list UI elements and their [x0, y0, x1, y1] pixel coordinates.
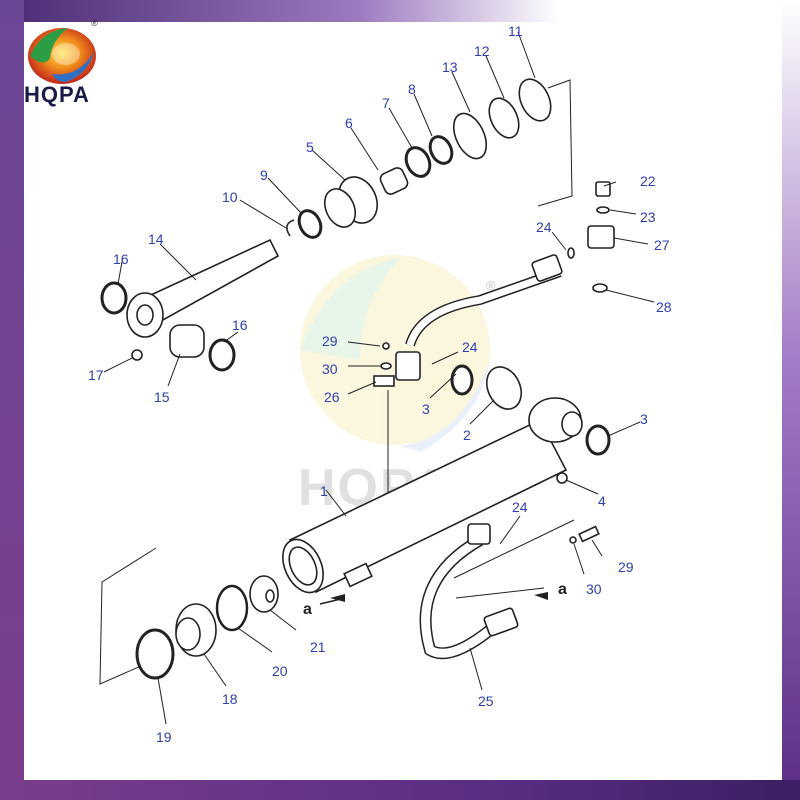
hose-fitting [531, 254, 563, 282]
callout-10: 10 [222, 189, 238, 205]
callout-21: 21 [310, 639, 326, 655]
callout-3: 3 [422, 401, 430, 417]
seal-ring-12 [488, 97, 520, 139]
bushing-15 [169, 324, 205, 358]
callout-13: 13 [442, 59, 458, 75]
watermark-logo-icon [300, 255, 490, 452]
callout-14: 14 [148, 231, 164, 247]
rod-eye-bore [136, 304, 154, 326]
frame-left-band [0, 0, 24, 800]
callout-6: 6 [345, 115, 353, 131]
view-arrow-line [319, 597, 346, 605]
callout-28: 28 [656, 299, 672, 315]
rod-packing-7 [404, 146, 432, 178]
callout-30: 30 [322, 361, 338, 377]
nut-bore [265, 589, 275, 603]
snap-ring-10 [286, 219, 295, 237]
cylinder-head-inner [323, 188, 357, 228]
o-ring-24 [567, 247, 575, 259]
washer-30 [380, 362, 392, 370]
watermark-registered-mark: ® [486, 278, 496, 293]
callout-25: 25 [478, 693, 494, 709]
callout-5: 5 [306, 139, 314, 155]
backup-ring-13 [452, 112, 488, 160]
piston-ring-19 [135, 628, 175, 680]
callout-29: 29 [322, 333, 338, 349]
callout-30: 30 [586, 581, 602, 597]
leader-lines [103, 31, 655, 725]
callout-7: 7 [382, 95, 390, 111]
callout-12: 12 [474, 43, 490, 59]
port-block [343, 562, 373, 588]
hose-lower-fill [421, 536, 493, 658]
callout-16: 16 [232, 317, 248, 333]
callout-17: 17 [88, 367, 104, 383]
hose-upper-fill [406, 268, 562, 347]
callout-2: 2 [463, 427, 471, 443]
hose-block [395, 351, 421, 381]
bolt-29 [578, 525, 600, 543]
callout-8: 8 [408, 81, 416, 97]
assembly-guide-line [537, 79, 573, 207]
callout-22: 22 [640, 173, 656, 189]
callout-16: 16 [113, 251, 129, 267]
callout-15: 15 [154, 389, 170, 405]
callout-19: 19 [156, 729, 172, 745]
dust-seal-16 [208, 338, 236, 372]
callout-20: 20 [272, 663, 288, 679]
clamp-26 [373, 375, 395, 387]
dust-seal-3 [585, 424, 611, 456]
callout-18: 18 [222, 691, 238, 707]
ring-20 [215, 584, 249, 632]
o-ring-28 [592, 283, 608, 293]
nut-21 [249, 575, 279, 613]
bolt-29 [382, 342, 390, 350]
assembly-guide-line [99, 547, 157, 685]
cylinder-bottom-bore [561, 411, 583, 437]
frame-right-band [782, 0, 800, 800]
grease-fitting-4 [556, 472, 568, 484]
view-arrow-icon [534, 592, 548, 600]
view-marker-label: a [558, 581, 567, 598]
callout-labels: 1 2 3 3 4 5 6 7 8 9 10 11 12 13 14 15 16… [88, 23, 672, 745]
callout-3: 3 [640, 411, 648, 427]
callout-1: 1 [320, 483, 328, 499]
dust-seal-3 [450, 364, 474, 396]
tube-bore [288, 546, 318, 586]
frame-bottom-band [0, 780, 800, 800]
view-arrow-icon [330, 594, 345, 602]
seal-ring-11 [518, 78, 552, 122]
hose-fitting-lower [483, 607, 519, 637]
callout-29: 29 [618, 559, 634, 575]
elbow-27 [587, 225, 615, 249]
bushing-6 [379, 167, 409, 195]
callout-4: 4 [598, 493, 606, 509]
washer-30 [569, 536, 577, 544]
callout-26: 26 [324, 389, 340, 405]
dust-seal-8 [428, 135, 454, 165]
view-marker-label: a [303, 601, 312, 618]
brand-logo-icon [28, 28, 96, 84]
callout-27: 27 [654, 237, 670, 253]
frame-top-band [0, 0, 800, 22]
buffer-ring-9 [297, 209, 323, 239]
brand-name: HQPA [24, 82, 90, 107]
callout-11: 11 [508, 23, 523, 39]
plug-22 [595, 181, 611, 197]
grease-fitting-17 [131, 349, 143, 361]
dust-seal-16 [100, 281, 128, 315]
callout-9: 9 [260, 167, 268, 183]
callout-24: 24 [536, 219, 552, 235]
hose-block-lower [467, 523, 491, 545]
o-ring-23 [596, 206, 610, 214]
bushing-2 [485, 366, 523, 410]
callout-24: 24 [512, 499, 528, 515]
callout-24: 24 [462, 339, 478, 355]
parts-drawing [99, 31, 655, 725]
piston-bore [175, 617, 201, 651]
registered-mark: ® [91, 18, 98, 28]
callout-23: 23 [640, 209, 656, 225]
